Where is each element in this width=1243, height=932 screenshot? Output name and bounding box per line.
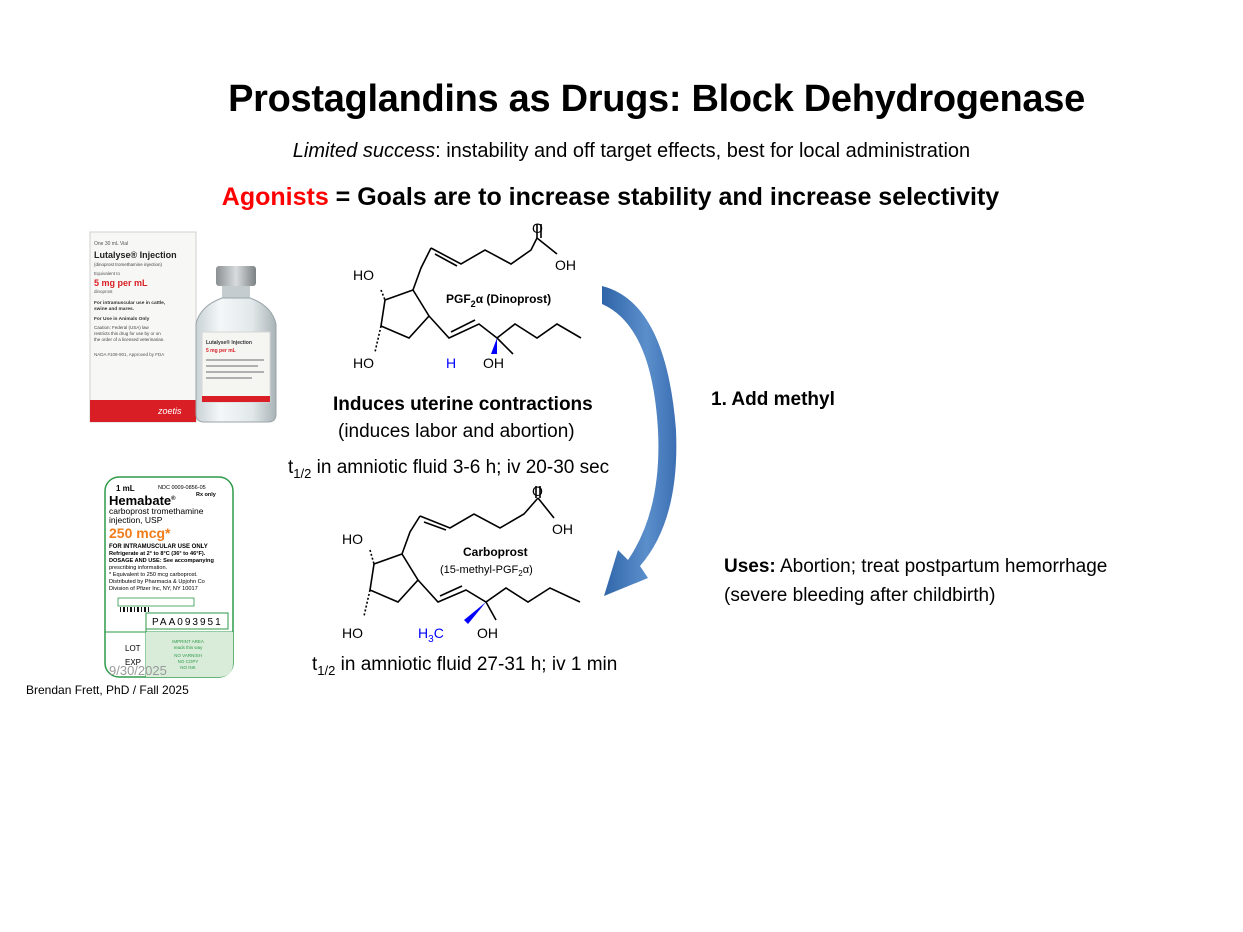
hemabate-rx: Rx only — [196, 492, 217, 498]
hemabate-l3: DOSAGE AND USE: See accompanying — [109, 558, 214, 564]
hemabate-l5: * Equivalent to 250 mcg carboprost. — [109, 572, 198, 578]
dinoprost-ho-bottom: HO — [353, 355, 374, 371]
hemabate-imprint3: NO VARNISH — [174, 653, 202, 658]
uses-line2: (severe bleeding after childbirth) — [724, 585, 996, 606]
hemabate-l7: Division of Pfizer Inc, NY, NY 10017 — [109, 586, 198, 592]
lutalyse-equiv: Equivalent to — [94, 271, 121, 276]
slide-subtitle: Limited success: instability and off tar… — [0, 140, 1243, 163]
carboprost-ho-top: HO — [342, 531, 363, 547]
hemabate-ndc: NDC 0009-0856-05 — [158, 485, 206, 491]
lutalyse-nada: NADA #108-901, Approved by FDA — [94, 352, 164, 357]
dinoprost-ho-top: HO — [353, 267, 374, 283]
hemabate-brand: Hemabate® — [109, 493, 176, 508]
hemabate-lot: LOT — [125, 644, 141, 653]
hemabate-imprint4: NO COPY — [178, 659, 199, 664]
uses-text: Uses: Abortion; treat postpartum hemorrh… — [724, 552, 1194, 610]
dinoprost-name: PGF2α (Dinoprost) — [446, 292, 551, 309]
subtitle-text: : instability and off target effects, be… — [435, 140, 971, 162]
lutalyse-caution1: Caution: Federal (USA) law — [94, 325, 150, 330]
dinoprost-half-life: t1/2 in amniotic fluid 3-6 h; iv 20-30 s… — [288, 457, 610, 481]
carboprost-name-detail: (15-methyl-PGF2α) — [440, 564, 533, 578]
goals-text: = Goals are to increase stability and in… — [328, 183, 1000, 211]
slide-date: 9/30/2025 — [109, 663, 167, 678]
lutalyse-top-text: One 30 mL Vial — [94, 241, 128, 247]
lutalyse-caution2: restricts this drug for use by or on — [94, 331, 161, 336]
hemabate-imprint5: NO INK — [180, 665, 196, 670]
goals-heading: Agonists = Goals are to increase stabili… — [0, 183, 1221, 212]
hemabate-exp: EXP — [125, 658, 141, 667]
hemabate-volume: 1 mL — [116, 484, 135, 493]
hemabate-l1: FOR INTRAMUSCULAR USE ONLY — [109, 544, 208, 550]
dinoprost-carbonyl-o: O — [532, 220, 543, 236]
hemabate-strength: 250 mcg* — [109, 525, 171, 541]
carboprost-methyl-label: H3C — [418, 625, 444, 645]
vial-label-brand: Lutalyse® Injection — [206, 339, 252, 346]
hemabate-imprint1: IMPRINT AREA — [172, 639, 204, 644]
hemabate-code: PAA093951 — [152, 617, 223, 628]
lutalyse-use1: For intramuscular use in cattle, — [94, 300, 166, 306]
lutalyse-use2: swine and mares. — [94, 306, 134, 312]
carboprost-acid-oh: OH — [552, 521, 573, 537]
uses-line1: Abortion; treat postpartum hemorrhage — [775, 556, 1108, 577]
uses-label: Uses: — [724, 556, 776, 577]
carboprost-carbonyl-o: O — [532, 483, 543, 499]
hemabate-l2: Refrigerate at 2° to 8°C (36° to 46°F). — [109, 551, 206, 557]
dinoprost-structure: HO HO O OH PGF2α (Dinoprost) H OH — [353, 220, 582, 371]
hemabate-generic1: carboprost tromethamine — [109, 506, 204, 516]
subtitle-emphasis: Limited success — [292, 140, 436, 162]
hemabate-label-image: 1 mL NDC 0009-0856-05 Rx only Hemabate® … — [104, 476, 234, 678]
conversion-arrow — [602, 286, 677, 596]
zoetis-logo: zoetis — [157, 406, 182, 416]
hemabate-barcode — [120, 607, 149, 612]
lutalyse-product-image: One 30 mL Vial Lutalyse® Injection (dino… — [89, 231, 277, 423]
lutalyse-caution3: the order of a licensed veterinarian. — [94, 337, 165, 342]
hemabate-l4: prescribing information. — [109, 565, 168, 571]
slide-title: Prostaglandins as Drugs: Block Dehydroge… — [228, 78, 1085, 120]
dinoprost-oh-15: OH — [483, 355, 504, 371]
dinoprost-acid-oh: OH — [555, 257, 576, 273]
agonists-label: Agonists — [221, 183, 329, 211]
hemabate-generic2: injection, USP — [109, 515, 163, 525]
carboprost-half-life: t1/2 in amniotic fluid 27-31 h; iv 1 min — [312, 654, 618, 678]
carboprost-structure: HO HO O OH Carboprost (15-methyl-PGF2α) … — [342, 483, 581, 645]
dinoprost-effect-detail: (induces labor and abortion) — [338, 421, 575, 442]
lutalyse-animals: For Use in Animals Only — [94, 316, 150, 322]
dinoprost-effect: Induces uterine contractions — [333, 394, 593, 415]
lutalyse-strength: 5 mg per mL — [94, 278, 148, 288]
dinoprost-h-label: H — [446, 355, 456, 371]
slide-author: Brendan Frett, PhD / Fall 2025 — [26, 683, 189, 697]
hemabate-l6: Distributed by Pharmacia & Upjohn Co — [109, 579, 205, 585]
modification-step: 1. Add methyl — [711, 389, 835, 410]
lutalyse-generic: (dinoprost tromethamine injection) — [94, 262, 163, 267]
lutalyse-brand: Lutalyse® Injection — [94, 250, 177, 260]
lutalyse-dinoprost: dinoprost — [94, 289, 113, 294]
carboprost-ho-bottom: HO — [342, 625, 363, 641]
vial-label-strength: 5 mg per mL — [206, 348, 236, 354]
hemabate-imprint2: reads this way — [174, 645, 204, 650]
carboprost-oh-15: OH — [477, 625, 498, 641]
carboprost-name: Carboprost — [463, 545, 528, 559]
